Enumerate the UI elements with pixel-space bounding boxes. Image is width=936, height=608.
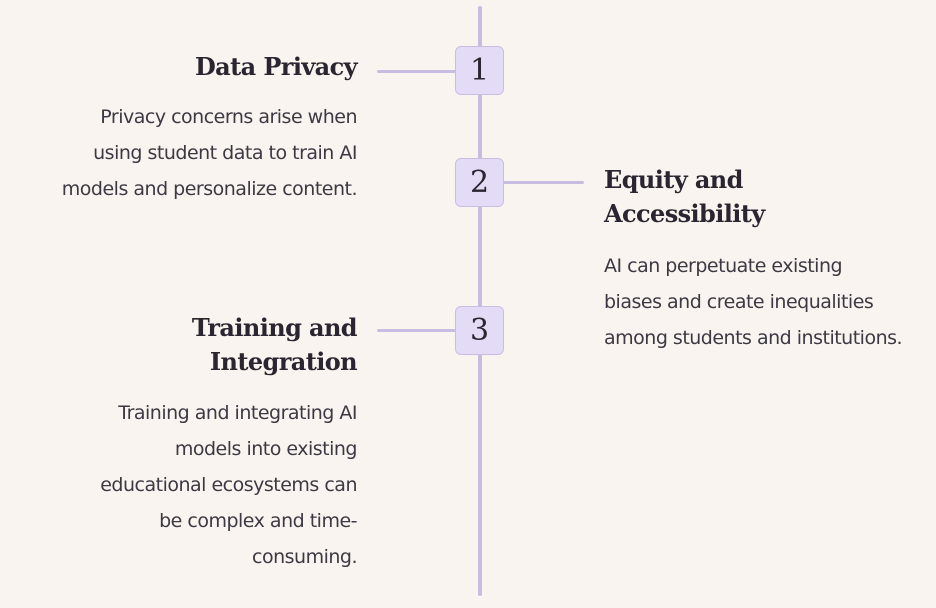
item-description-3: Training and integrating AI models into … xyxy=(100,402,357,568)
connector-3 xyxy=(377,329,457,332)
item-description-2: AI can perpetuate existing biases and cr… xyxy=(604,255,903,349)
step-number-1: 1 xyxy=(455,46,504,95)
connector-1 xyxy=(377,70,457,73)
step-number-3: 3 xyxy=(455,306,504,355)
step-number-2: 2 xyxy=(455,158,504,207)
timeline-line xyxy=(478,6,482,596)
connector-2 xyxy=(503,181,584,184)
item-title-1: Data Privacy xyxy=(194,52,358,81)
item-title-3: Training and Integration xyxy=(191,313,358,376)
item-description-1: Privacy concerns arise when using studen… xyxy=(61,106,358,200)
item-title-2: Equity and Accessibility xyxy=(604,165,765,228)
